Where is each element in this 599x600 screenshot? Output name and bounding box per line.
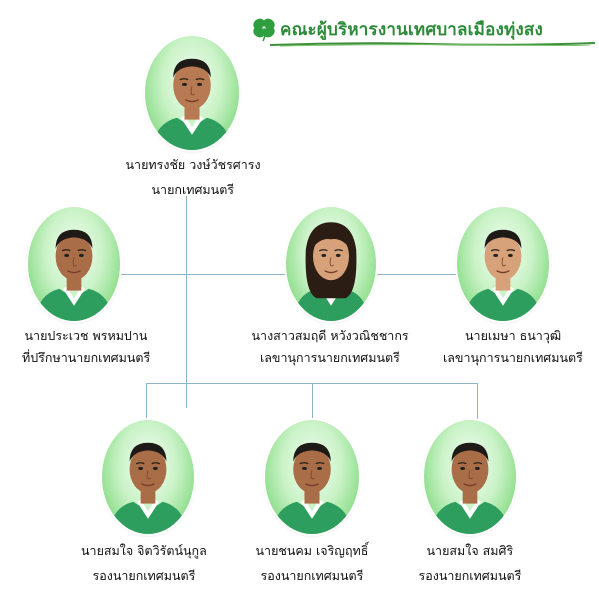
person-name-secretary2: นายเมษา ธนาวุฒิ bbox=[465, 328, 562, 343]
header: คณะผู้บริหารงานเทศบาลเมืองทุ่งสง bbox=[250, 8, 595, 48]
person-position-deputy1: รองนายกเทศมนตรี bbox=[92, 568, 196, 583]
person-position-mayor: นายกเทศมนตรี bbox=[151, 182, 235, 197]
person-position-advisor: ที่ปรึกษานายกเทศมนตรี bbox=[22, 350, 151, 365]
portrait-mayor bbox=[145, 36, 239, 150]
connector-deputy2 bbox=[312, 383, 313, 423]
person-position-deputy3: รองนายกเทศมนตรี bbox=[418, 568, 522, 583]
portrait-advisor bbox=[28, 207, 120, 321]
connector-deputy1 bbox=[146, 383, 147, 423]
title-underline bbox=[270, 42, 595, 47]
connector-mayor-trunk bbox=[186, 196, 187, 408]
connector-deputies-row bbox=[146, 383, 477, 384]
person-position-deputy2: รองนายกเทศมนตรี bbox=[260, 568, 364, 583]
connector-deputy3 bbox=[477, 383, 478, 423]
person-name-deputy3: นายสมใจ สมศิริ bbox=[426, 543, 514, 558]
person-name-secretary1: นางสาวสมฤดี หวังวณิชชากร bbox=[251, 328, 409, 343]
person-name-deputy2: นายชนคม เจริญฤทธิ์ bbox=[255, 543, 369, 558]
person-name-deputy1: นายสมใจ จิตวิรัตน์นุกูล bbox=[81, 543, 207, 558]
page-title: คณะผู้บริหารงานเทศบาลเมืองทุ่งสง bbox=[280, 20, 543, 40]
portrait-deputy1 bbox=[102, 420, 194, 534]
clover-icon bbox=[253, 18, 275, 42]
portrait-deputy3 bbox=[424, 420, 516, 534]
portrait-secretary2 bbox=[457, 207, 549, 321]
person-name-advisor: นายประเวช พรหมปาน bbox=[24, 328, 148, 343]
portrait-secretary1 bbox=[286, 207, 376, 321]
person-position-secretary1: เลขานุการนายกเทศมนตรี bbox=[260, 350, 400, 365]
portrait-deputy2 bbox=[265, 420, 359, 534]
person-position-secretary2: เลขานุการนายกเทศมนตรี bbox=[443, 350, 583, 365]
person-name-mayor: นายทรงชัย วงษ์วัชรศารง bbox=[125, 157, 261, 172]
